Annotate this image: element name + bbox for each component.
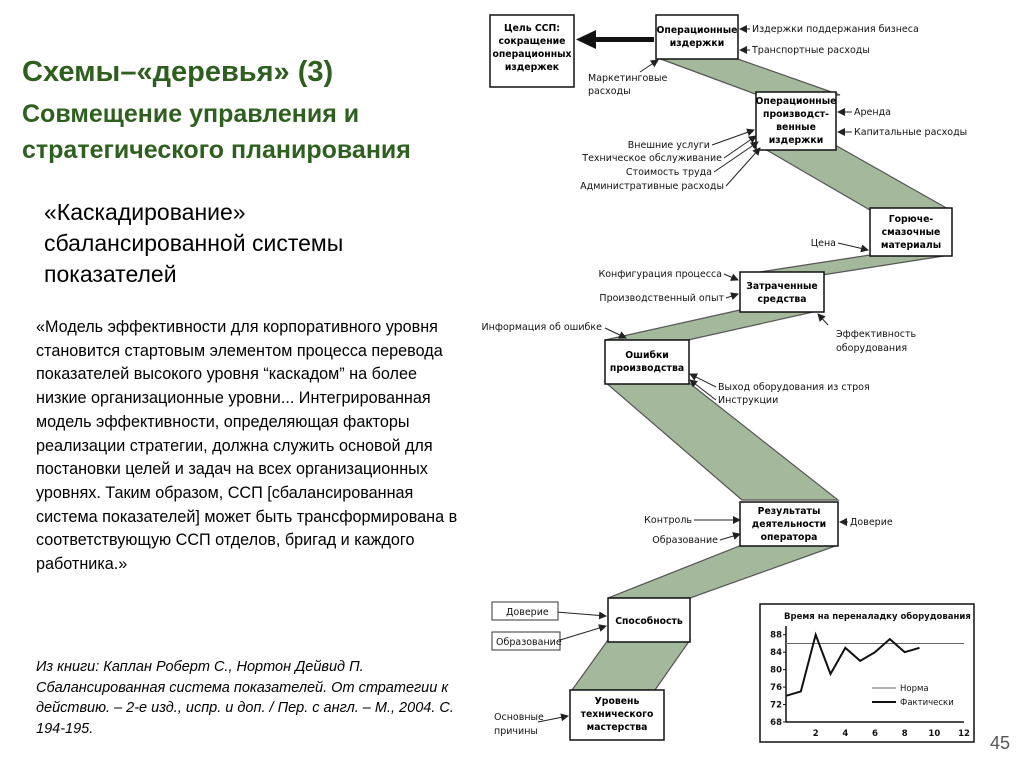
node-fuel-l2: смазочные [882, 227, 941, 238]
node-op-costs-l1: Операционные [657, 25, 738, 36]
label-instructions: Инструкции [718, 395, 778, 406]
goal-line-1: Цель ССП: [504, 23, 560, 34]
label-root-causes-2: причины [494, 726, 538, 737]
node-prod-l1: Операционные [756, 96, 837, 107]
label-price: Цена [811, 238, 836, 249]
node-errors-l2: производства [610, 363, 684, 374]
node-spent-funds: Затраченные средства [739, 271, 825, 313]
label-business-maintenance: Издержки поддержания бизнеса [752, 24, 919, 35]
label-marketing-1: Маркетинговые [588, 73, 667, 84]
goal-line-2: сокращение [499, 36, 566, 47]
label-education: Образование [652, 535, 718, 546]
label-equipment-eff-1: Эффективность [836, 329, 917, 340]
label-admin: Административные расходы [580, 181, 724, 192]
label-maintenance: Техническое обслуживание [581, 153, 722, 164]
goal-box: Цель ССП: сокращение операционных издерж… [489, 14, 575, 88]
source-citation: Из книги: Каплан Роберт С., Нортон Дейви… [36, 659, 454, 737]
band-1 [657, 57, 841, 96]
node-mastery-l2: технического [581, 709, 654, 720]
node-op-costs-l2: издержки [670, 38, 724, 49]
slide-title: Схемы–«деревья» (3) [22, 56, 334, 88]
x-tick-4: 4 [842, 729, 848, 739]
goal-line-3: операционных [492, 49, 571, 60]
node-operating-costs: Операционные издержки [655, 14, 739, 60]
y-tick-88: 88 [770, 631, 782, 641]
y-tick-80: 80 [770, 666, 782, 676]
label-trust: Доверие [850, 517, 893, 528]
node-fuel-l1: Горюче- [889, 214, 934, 225]
label-marketing-2: расходы [588, 86, 631, 97]
node-mastery: Уровень технического мастерства [569, 689, 665, 741]
x-tick-12: 12 [958, 729, 970, 739]
node-production-errors: Ошибки производства [604, 339, 690, 385]
chart-legend: Норма Фактически [872, 684, 954, 708]
node-ability: Способность [607, 597, 691, 643]
node-operator-results: Результаты деятельности оператора [739, 501, 839, 547]
label-control: Контроль [644, 515, 692, 526]
x-tick-6: 6 [872, 729, 878, 739]
node-fuel-l3: материалы [881, 240, 941, 251]
page-number: 45 [990, 733, 1011, 753]
label-process-config: Конфигурация процесса [598, 269, 722, 280]
label-labor-cost: Стоимость труда [626, 167, 712, 178]
setup-time-chart: Время на переналадку оборудования 687276… [759, 603, 975, 743]
band-4 [604, 309, 823, 341]
label-root-causes-1: Основные [494, 712, 544, 723]
label-equipment-eff-2: оборудования [836, 343, 907, 354]
label-transport: Транспортные расходы [751, 45, 870, 56]
node-prod-l2: производст- [763, 109, 829, 120]
x-tick-8: 8 [902, 729, 908, 739]
slide-subtitle-heading: Совмещение управления и стратегического … [22, 100, 411, 164]
node-prod-l4: издержки [769, 135, 823, 146]
node-prod-l3: венные [776, 122, 816, 133]
label-production-experience: Производственный опыт [599, 293, 724, 304]
node-results-l3: оператора [761, 532, 818, 543]
label-trust-2: Доверие [506, 607, 549, 618]
goal-arrow [576, 30, 654, 49]
band-7 [570, 639, 692, 691]
label-equipment-failure: Выход оборудования из строя [718, 382, 870, 393]
node-production-costs: Операционные производст- венные издержки [755, 91, 837, 151]
node-mastery-l3: мастерства [587, 722, 648, 733]
node-results-l1: Результаты [758, 506, 821, 517]
goal-line-4: издержек [505, 62, 560, 73]
y-tick-72: 72 [770, 701, 782, 711]
chart-title: Время на переналадку оборудования [784, 611, 971, 622]
band-2 [755, 144, 953, 211]
node-results-l2: деятельности [752, 519, 826, 530]
quote-text: «Модель эффективности для корпоративного… [36, 318, 458, 574]
y-tick-84: 84 [770, 648, 782, 658]
node-fuel: Горюче- смазочные материалы [869, 207, 953, 257]
series-actual-line [785, 631, 920, 697]
label-external-services: Внешние услуги [628, 140, 710, 151]
cascade-bands [570, 57, 953, 691]
node-spent-l2: средства [757, 294, 806, 305]
y-tick-68: 68 [770, 718, 782, 728]
node-mastery-l1: Уровень [595, 696, 640, 707]
label-capex: Капитальные расходы [854, 127, 967, 138]
y-tick-76: 76 [770, 683, 782, 693]
label-education-2: Образование [496, 637, 562, 648]
label-error-info: Информация об ошибке [482, 322, 603, 333]
ability-drivers: Доверие Образование Основные причины [491, 601, 562, 737]
legend-actual: Фактически [900, 698, 954, 708]
driver-labels: Издержки поддержания бизнеса Транспортны… [482, 24, 968, 546]
cascading-subtitle: «Каскадирование» сбалансированной систем… [44, 199, 344, 287]
band-6 [607, 544, 839, 599]
x-tick-10: 10 [928, 729, 940, 739]
x-tick-2: 2 [813, 729, 819, 739]
label-rent: Аренда [854, 107, 891, 118]
node-spent-l1: Затраченные [746, 281, 817, 292]
driver-arrows [537, 25, 869, 723]
node-errors-l1: Ошибки [625, 350, 669, 361]
node-ability-l1: Способность [615, 616, 683, 627]
legend-norm: Норма [900, 684, 929, 694]
